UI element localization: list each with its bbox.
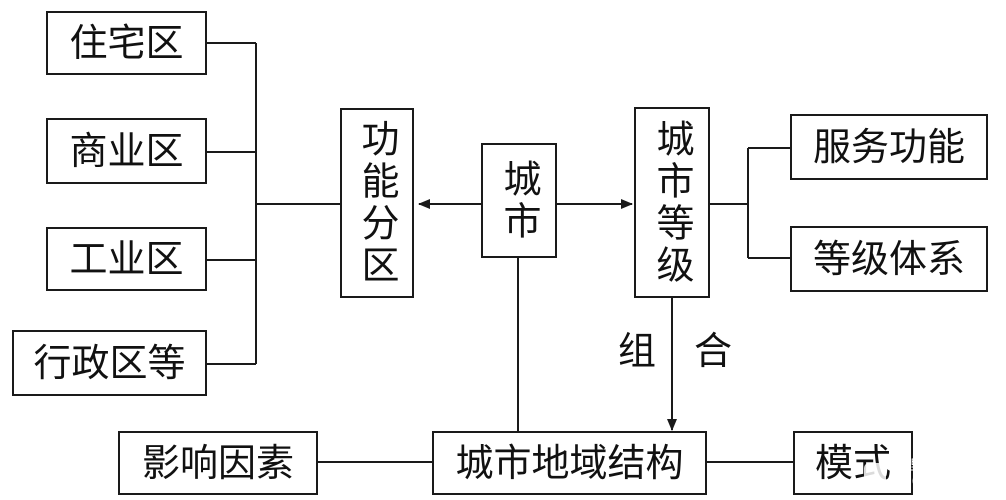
industrial-zone-box: 工业区 bbox=[46, 227, 207, 291]
service-function-box: 服务功能 bbox=[790, 114, 988, 180]
city-box: 城市 bbox=[481, 143, 557, 258]
watermark-id: ID:68836899 bbox=[892, 474, 983, 490]
influencing-factors-box: 影响因素 bbox=[118, 431, 318, 495]
residential-zone-box: 住宅区 bbox=[46, 11, 207, 75]
watermark-logo-icon bbox=[864, 463, 886, 485]
watermark-name: 地理学社 bbox=[892, 457, 948, 474]
function-zoning-box: 功能分区 bbox=[340, 108, 414, 298]
commercial-zone-box: 商业区 bbox=[46, 118, 207, 184]
city-hierarchy-box: 城市等级 bbox=[634, 107, 710, 298]
urban-spatial-structure-box: 城市地域结构 bbox=[432, 431, 707, 495]
combination-label: 组 合 bbox=[618, 329, 733, 373]
watermark: 地理学社 ID:68836899 bbox=[864, 452, 1004, 496]
administrative-zone-box: 行政区等 bbox=[12, 330, 207, 396]
hierarchy-system-box: 等级体系 bbox=[790, 226, 988, 292]
